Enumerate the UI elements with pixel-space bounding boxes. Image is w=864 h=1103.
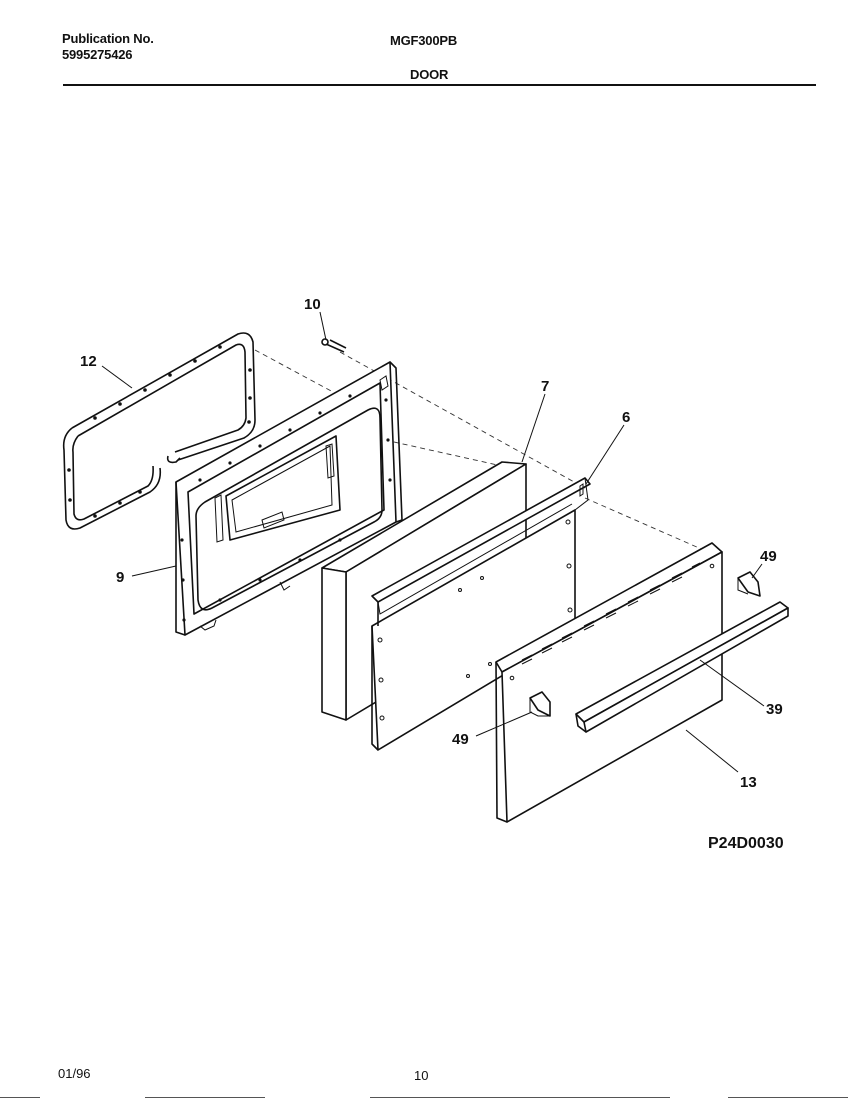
part-label-6: 6: [622, 409, 630, 426]
model-number: MGF300PB: [390, 33, 458, 48]
footer-mark-center: [370, 1097, 670, 1098]
footer-mark-center-left: [145, 1097, 265, 1098]
handle-bar-part: [575, 601, 789, 733]
part-label-39: 39: [766, 701, 783, 718]
part-label-13: 13: [740, 774, 757, 791]
part-label-49-left: 49: [452, 731, 469, 748]
outer-door-panel-part: [495, 542, 723, 823]
page-number: 10: [414, 1068, 429, 1083]
publication-label: Publication No.: [62, 31, 154, 46]
part-label-9: 9: [116, 569, 124, 586]
publication-number: 5995275426: [62, 47, 133, 62]
gasket-part: [62, 332, 256, 530]
footer-mark-left: [0, 1097, 40, 1098]
header-rule: [63, 84, 816, 86]
section-title: DOOR: [410, 67, 449, 82]
footer-date: 01/96: [58, 1066, 91, 1081]
leader-lines: [101, 311, 765, 773]
part-label-49-right: 49: [760, 548, 777, 565]
footer-mark-right: [728, 1097, 848, 1098]
drawing-code: P24D0030: [708, 835, 784, 852]
handle-bracket-part: [529, 571, 761, 717]
part-label-12: 12: [80, 353, 97, 370]
part-label-7: 7: [541, 378, 549, 395]
inner-door-frame-part: [175, 361, 403, 636]
screw-part: [321, 338, 347, 353]
part-label-10: 10: [304, 296, 321, 313]
